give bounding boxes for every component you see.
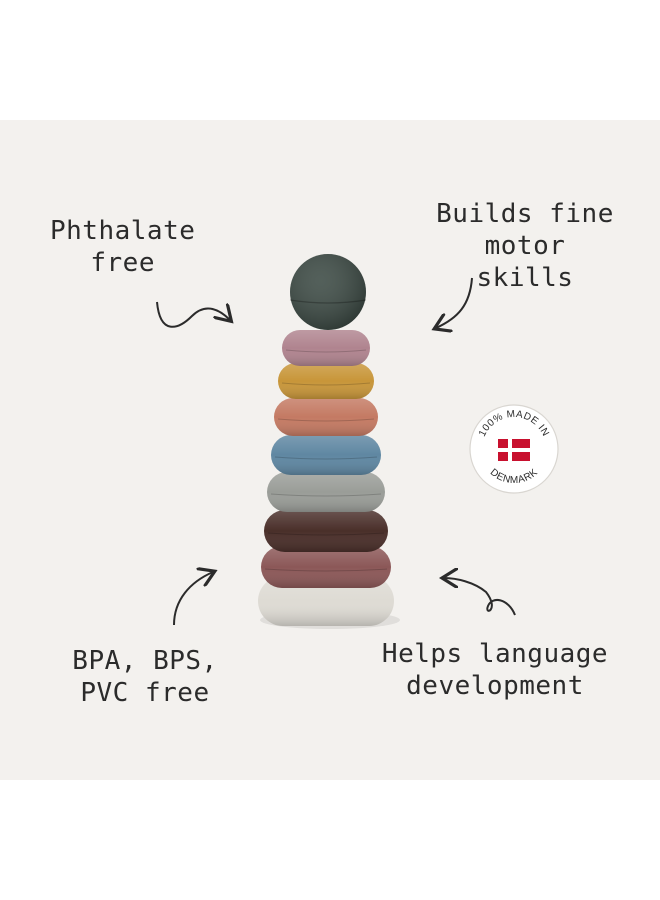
- callout-bpa-free: BPA, BPS, PVC free: [60, 645, 230, 709]
- callout-line: Helps language: [381, 639, 609, 669]
- stacker-ring: [264, 510, 388, 552]
- stacker-ring: [274, 398, 378, 436]
- callout-language-development: Helps language development: [375, 638, 615, 702]
- arrow-motor: [436, 277, 473, 328]
- arrow-language: [444, 578, 516, 616]
- stacker-ball: [289, 254, 367, 330]
- stacker-base: [258, 576, 394, 626]
- denmark-flag-icon: [498, 439, 530, 461]
- made-in-denmark-badge: 100% MADE IN DENMARK: [468, 403, 560, 495]
- callout-line: BPA, BPS,: [72, 646, 218, 676]
- badge-graphic: 100% MADE IN DENMARK: [469, 404, 559, 494]
- stacker-rings: [261, 330, 391, 588]
- callout-fine-motor-skills: Builds fine motor skills: [435, 198, 615, 294]
- arrow-phthalate: [156, 301, 230, 328]
- callout-line: Builds fine: [436, 199, 614, 229]
- stacker-ring: [261, 546, 391, 588]
- callout-line: motor skills: [476, 231, 574, 293]
- callout-line: development: [406, 671, 584, 701]
- illustration: [156, 254, 516, 629]
- callout-line: Phthalate: [50, 216, 196, 246]
- stacker-ring: [282, 330, 370, 366]
- callout-line: PVC free: [80, 678, 210, 708]
- product-panel: Phthalate free Builds fine motor skills …: [0, 120, 660, 780]
- stacker-ring: [271, 435, 381, 475]
- callout-line: free: [90, 248, 155, 278]
- callout-phthalate-free: Phthalate free: [50, 215, 195, 279]
- stacker-ring: [267, 472, 385, 512]
- stacker-ring: [278, 363, 374, 399]
- arrow-bpa: [173, 572, 213, 626]
